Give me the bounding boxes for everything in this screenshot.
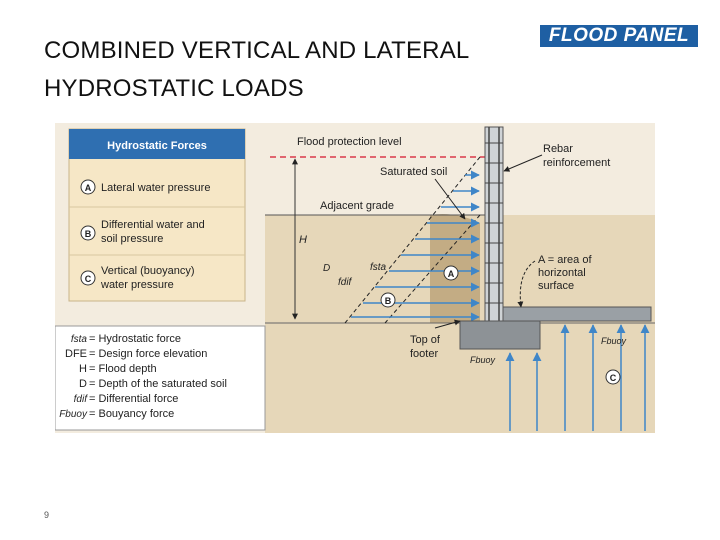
label-d: D	[323, 263, 330, 274]
footer	[459, 320, 541, 350]
panel-item-text: Differential water and	[101, 219, 205, 231]
pressure-line-water	[344, 156, 481, 324]
lateral-arrows	[351, 170, 480, 322]
label-fbuoy-right: Fbuoy	[601, 336, 627, 346]
symbol-legend: fsta = Hydrostatic force DFE = Design fo…	[55, 325, 266, 431]
flood-panel-logo: FLOOD PANEL	[540, 25, 698, 47]
panel-item-text: Lateral water pressure	[101, 182, 210, 194]
label-area-line2: horizontal	[538, 267, 586, 279]
diagram-badge-c	[605, 369, 621, 385]
legend-definition: = Differential force	[89, 393, 178, 405]
legend-symbol: fsta	[71, 334, 88, 345]
panel-item-badge: A	[85, 183, 92, 193]
diagram-canvas: Hydrostatic Forces A Lateral water press…	[55, 123, 655, 433]
pressure-line-soil	[384, 214, 481, 324]
label-area-line1: A = area of	[538, 254, 592, 266]
slide-title: COMBINED VERTICAL AND LATERAL HYDROSTATI…	[44, 32, 504, 108]
label-rebar: Rebar	[543, 143, 573, 155]
legend-definition: = Bouyancy force	[89, 408, 174, 420]
legend-symbol: fdif	[74, 394, 89, 405]
slide-title-line-1: COMBINED VERTICAL AND LATERAL	[44, 37, 470, 64]
legend-definition: = Design force elevation	[89, 348, 207, 360]
panel-item-text: water pressure	[100, 279, 174, 291]
wall	[484, 126, 504, 324]
legend-symbol: Fbuoy	[59, 409, 88, 420]
diagram-badge-a	[443, 265, 459, 281]
label-footer: footer	[410, 348, 438, 360]
panel-item-text: soil pressure	[101, 233, 163, 245]
panel-header-bar	[69, 129, 245, 159]
badge-c-circle	[80, 270, 96, 286]
label-fsta: fsta	[370, 262, 387, 273]
legend-symbol: D	[79, 378, 87, 390]
label-fdif: fdif	[338, 277, 353, 288]
label-adjacent-grade: Adjacent grade	[320, 200, 394, 212]
diagram-badge-b	[380, 292, 396, 308]
legend-definition: = Flood depth	[89, 363, 157, 375]
slide-title-line-2: HYDROSTATIC LOADS	[44, 75, 304, 102]
label-flood-protection-level: Flood protection level	[297, 136, 402, 148]
panel-item-badge: B	[85, 229, 92, 239]
slab	[502, 306, 652, 322]
legend-definition: = Depth of the saturated soil	[89, 378, 227, 390]
legend-symbol: DFE	[65, 348, 87, 360]
panel-heading: Hydrostatic Forces	[107, 140, 207, 152]
badge-a-circle	[80, 179, 96, 195]
label-fbuoy-left: Fbuoy	[470, 355, 496, 365]
hydrostatic-forces-panel: Hydrostatic Forces A Lateral water press…	[68, 128, 246, 302]
panel-item-text: Vertical (buoyancy)	[101, 265, 195, 277]
page-number: 9	[44, 510, 50, 520]
panel-item-badge: C	[85, 274, 92, 284]
diagram-badge-c-text: C	[610, 373, 617, 383]
legend-definition: = Hydrostatic force	[89, 333, 181, 345]
label-top-of: Top of	[410, 334, 441, 346]
label-area-line3: surface	[538, 280, 574, 292]
hydrostatic-diagram: Hydrostatic Forces A Lateral water press…	[55, 123, 655, 433]
label-saturated-soil: Saturated soil	[380, 166, 447, 178]
label-h: H	[299, 234, 307, 246]
badge-b-circle	[80, 225, 96, 241]
label-reinforcement: reinforcement	[543, 157, 610, 169]
diagram-badge-b-text: B	[385, 296, 392, 306]
diagram-badge-a-text: A	[448, 269, 455, 279]
legend-symbol: H	[79, 363, 87, 375]
buoyancy-arrows	[505, 324, 650, 431]
